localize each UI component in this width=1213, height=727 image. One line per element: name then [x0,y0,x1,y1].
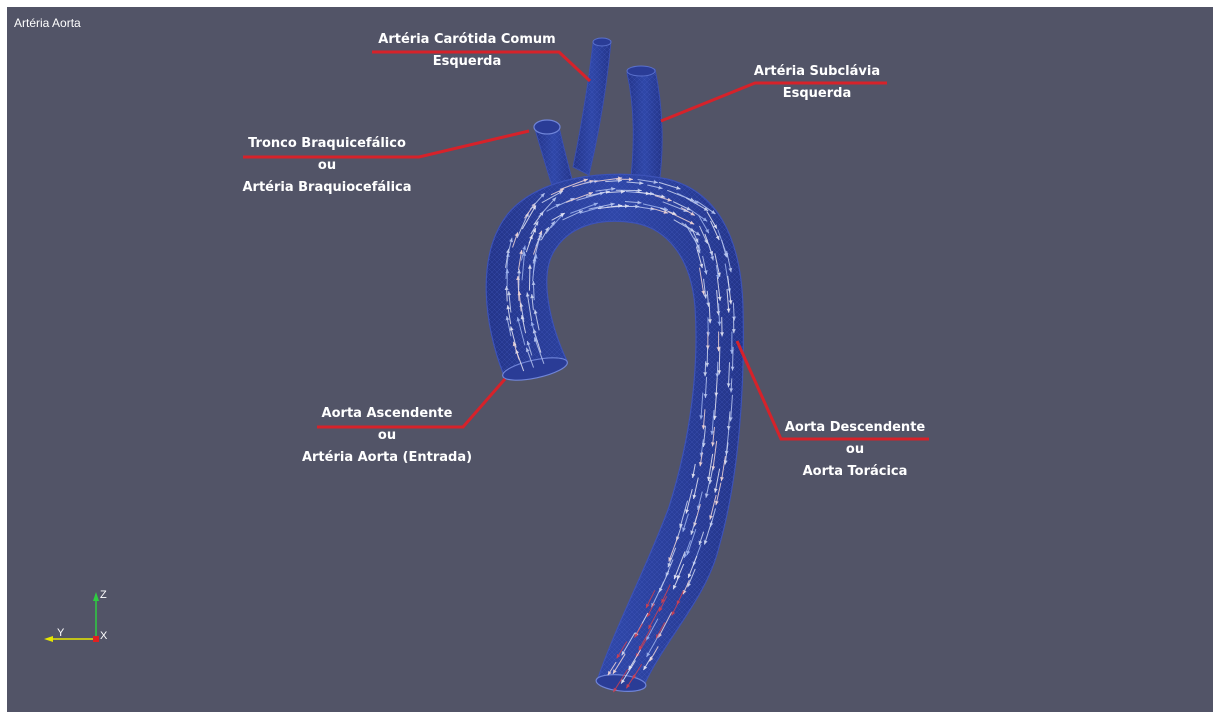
label-descending-line2: ou [785,439,925,461]
label-brachiocephalic-line3: Artéria Braquiocefálica [242,177,411,199]
axis-y-label: Y [57,627,65,639]
label-ascending-line2: ou [302,425,472,447]
velocity-arrow [719,346,720,374]
label-carotid: Artéria Carótida Comum Esquerda [378,29,555,73]
axis-x-label: X [100,630,108,642]
orientation-axes: Z Y X [44,589,108,642]
label-carotid-line2: Esquerda [378,51,555,73]
aorta-model: Z Y X [7,7,1213,712]
label-brachiocephalic: Tronco Braquicefálico ou Artéria Braquio… [242,133,411,199]
render-canvas[interactable]: Artéria Aorta [7,7,1213,712]
label-brachiocephalic-line2: ou [242,155,411,177]
label-ascending-line3: Artéria Aorta (Entrada) [302,447,472,469]
label-ascending: Aorta Ascendente ou Artéria Aorta (Entra… [302,403,472,469]
label-brachiocephalic-line1: Tronco Braquicefálico [242,133,411,155]
label-subclavian-line2: Esquerda [754,83,880,105]
label-descending-line3: Aorta Torácica [785,461,925,483]
label-descending-line1: Aorta Descendente [785,417,925,439]
label-subclavian: Artéria Subclávia Esquerda [754,61,880,105]
label-ascending-line1: Aorta Ascendente [302,403,472,425]
axis-z-label: Z [100,589,107,601]
label-carotid-line1: Artéria Carótida Comum [378,29,555,51]
label-subclavian-line1: Artéria Subclávia [754,61,880,83]
label-descending: Aorta Descendente ou Aorta Torácica [785,417,925,483]
